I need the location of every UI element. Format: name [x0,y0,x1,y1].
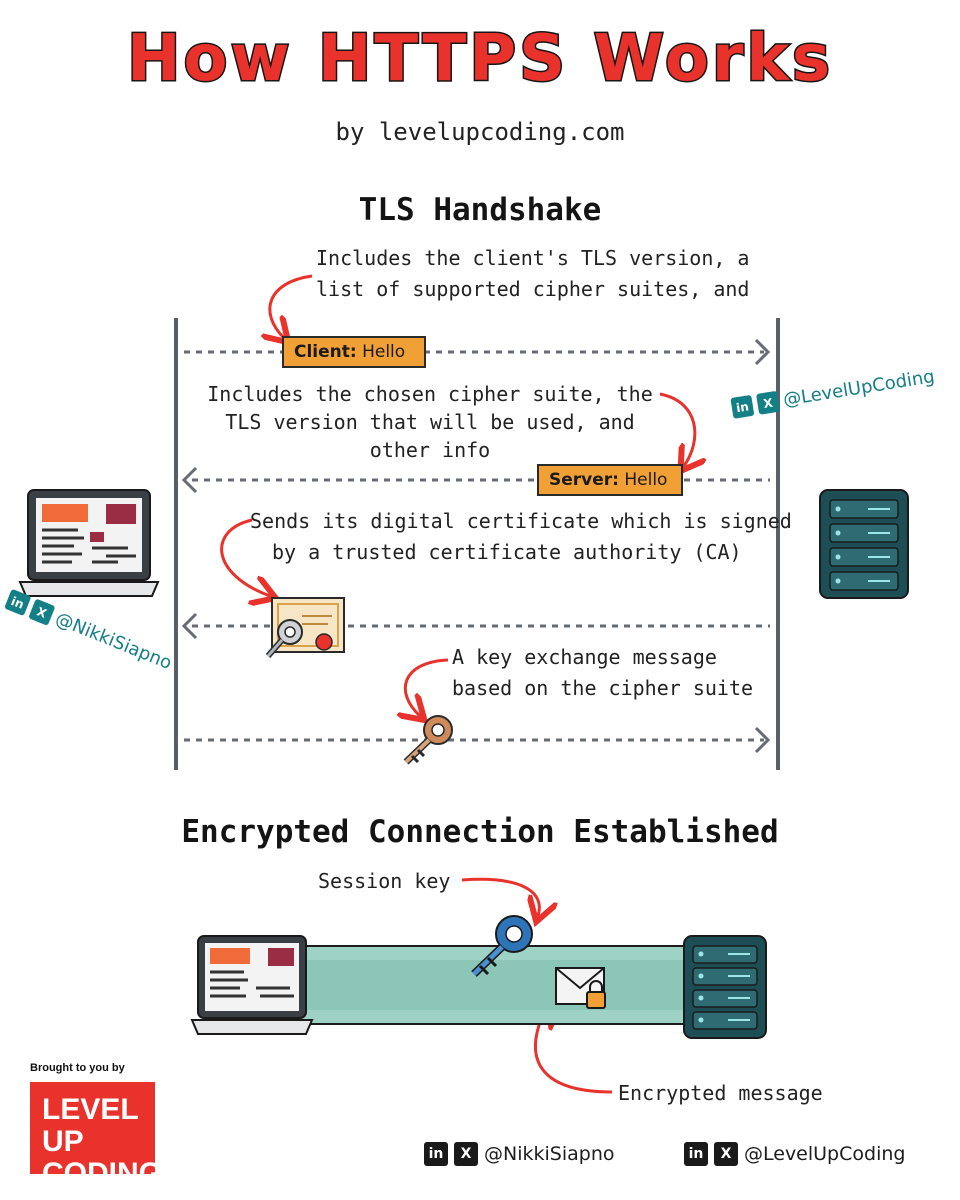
pointer-arrow-encrypted-message [535,1008,613,1094]
tls-handshake-heading: TLS Handshake [358,192,602,228]
x-icon[interactable]: X [714,1142,738,1166]
pointer-arrow-certificate [220,518,270,596]
key-icon [471,915,533,977]
footer-handle-nikkisiapno[interactable]: in X @NikkiSiapno [424,1142,615,1166]
client-hello-note: Includes the client's TLS version, a lis… [316,246,750,301]
server-hello-note: Includes the chosen cipher suite, the TL… [207,382,653,462]
x-icon[interactable]: X [454,1142,478,1166]
envelope-lock-icon [555,967,606,1009]
pointer-arrow-server-hello [659,392,695,466]
server-icon [819,489,909,599]
brought-to-you-by: Brought to you by [30,1062,125,1074]
certificate-icon [265,597,345,658]
linkedin-icon[interactable]: in [424,1142,448,1166]
server-icon [683,935,767,1039]
pointer-arrow-client-hello [270,274,313,338]
footer-handle-levelupcoding[interactable]: in X @LevelUpCoding [684,1142,905,1166]
session-key-label: Session key [318,869,451,893]
pointer-arrow-key-exchange [405,658,449,716]
laptop-icon [18,489,160,597]
linkedin-icon: in [730,394,755,419]
key-exchange-note: A key exchange message based on the ciph… [452,645,754,700]
encrypted-message-label: Encrypted message [618,1081,823,1105]
key-icon [403,715,453,765]
page-title: How HTTPS Works [125,21,834,98]
connection-established-heading: Encrypted Connection Established [181,814,779,850]
server-hello-message: Server: Hello [537,464,683,496]
byline: by levelupcoding.com [335,118,625,146]
certificate-note: Sends its digital certificate which is s… [250,509,792,564]
level-up-coding-logo: LEVEL UP CODING [30,1082,162,1190]
pointer-arrow-session-key [461,877,539,916]
x-icon: X [756,390,781,415]
linkedin-icon[interactable]: in [684,1142,708,1166]
client-hello-message: Client: Hello [282,336,426,368]
laptop-icon [190,935,314,1035]
